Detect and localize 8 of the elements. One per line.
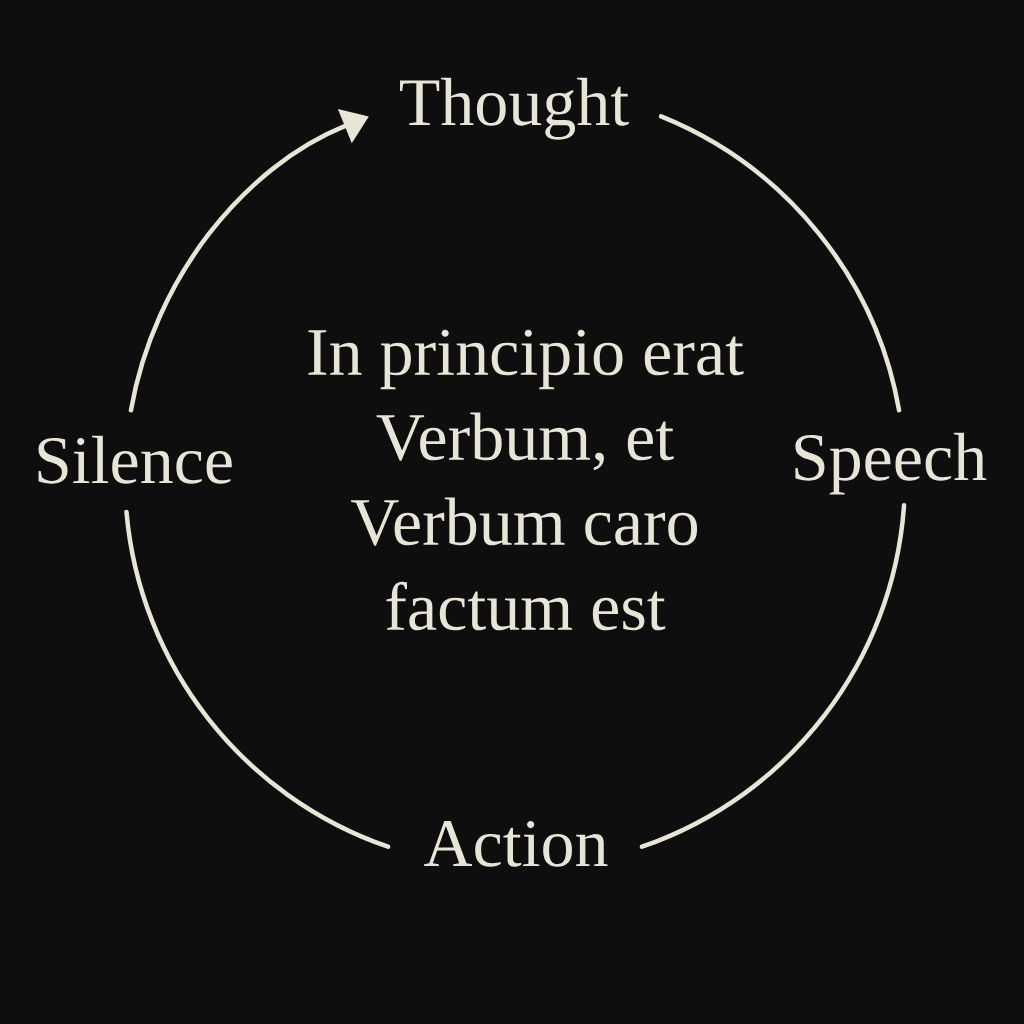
curved-line <box>658 114 902 413</box>
stage-label: Thought <box>400 77 629 140</box>
curved-line <box>639 502 907 849</box>
stage-label: Action <box>424 820 608 867</box>
stage-label: Silence <box>38 435 232 484</box>
quote-text: In principio erat Verbum, et Verbum caro factum est <box>308 329 744 631</box>
stage-label: Speech <box>795 432 987 495</box>
curved-line <box>124 509 391 849</box>
